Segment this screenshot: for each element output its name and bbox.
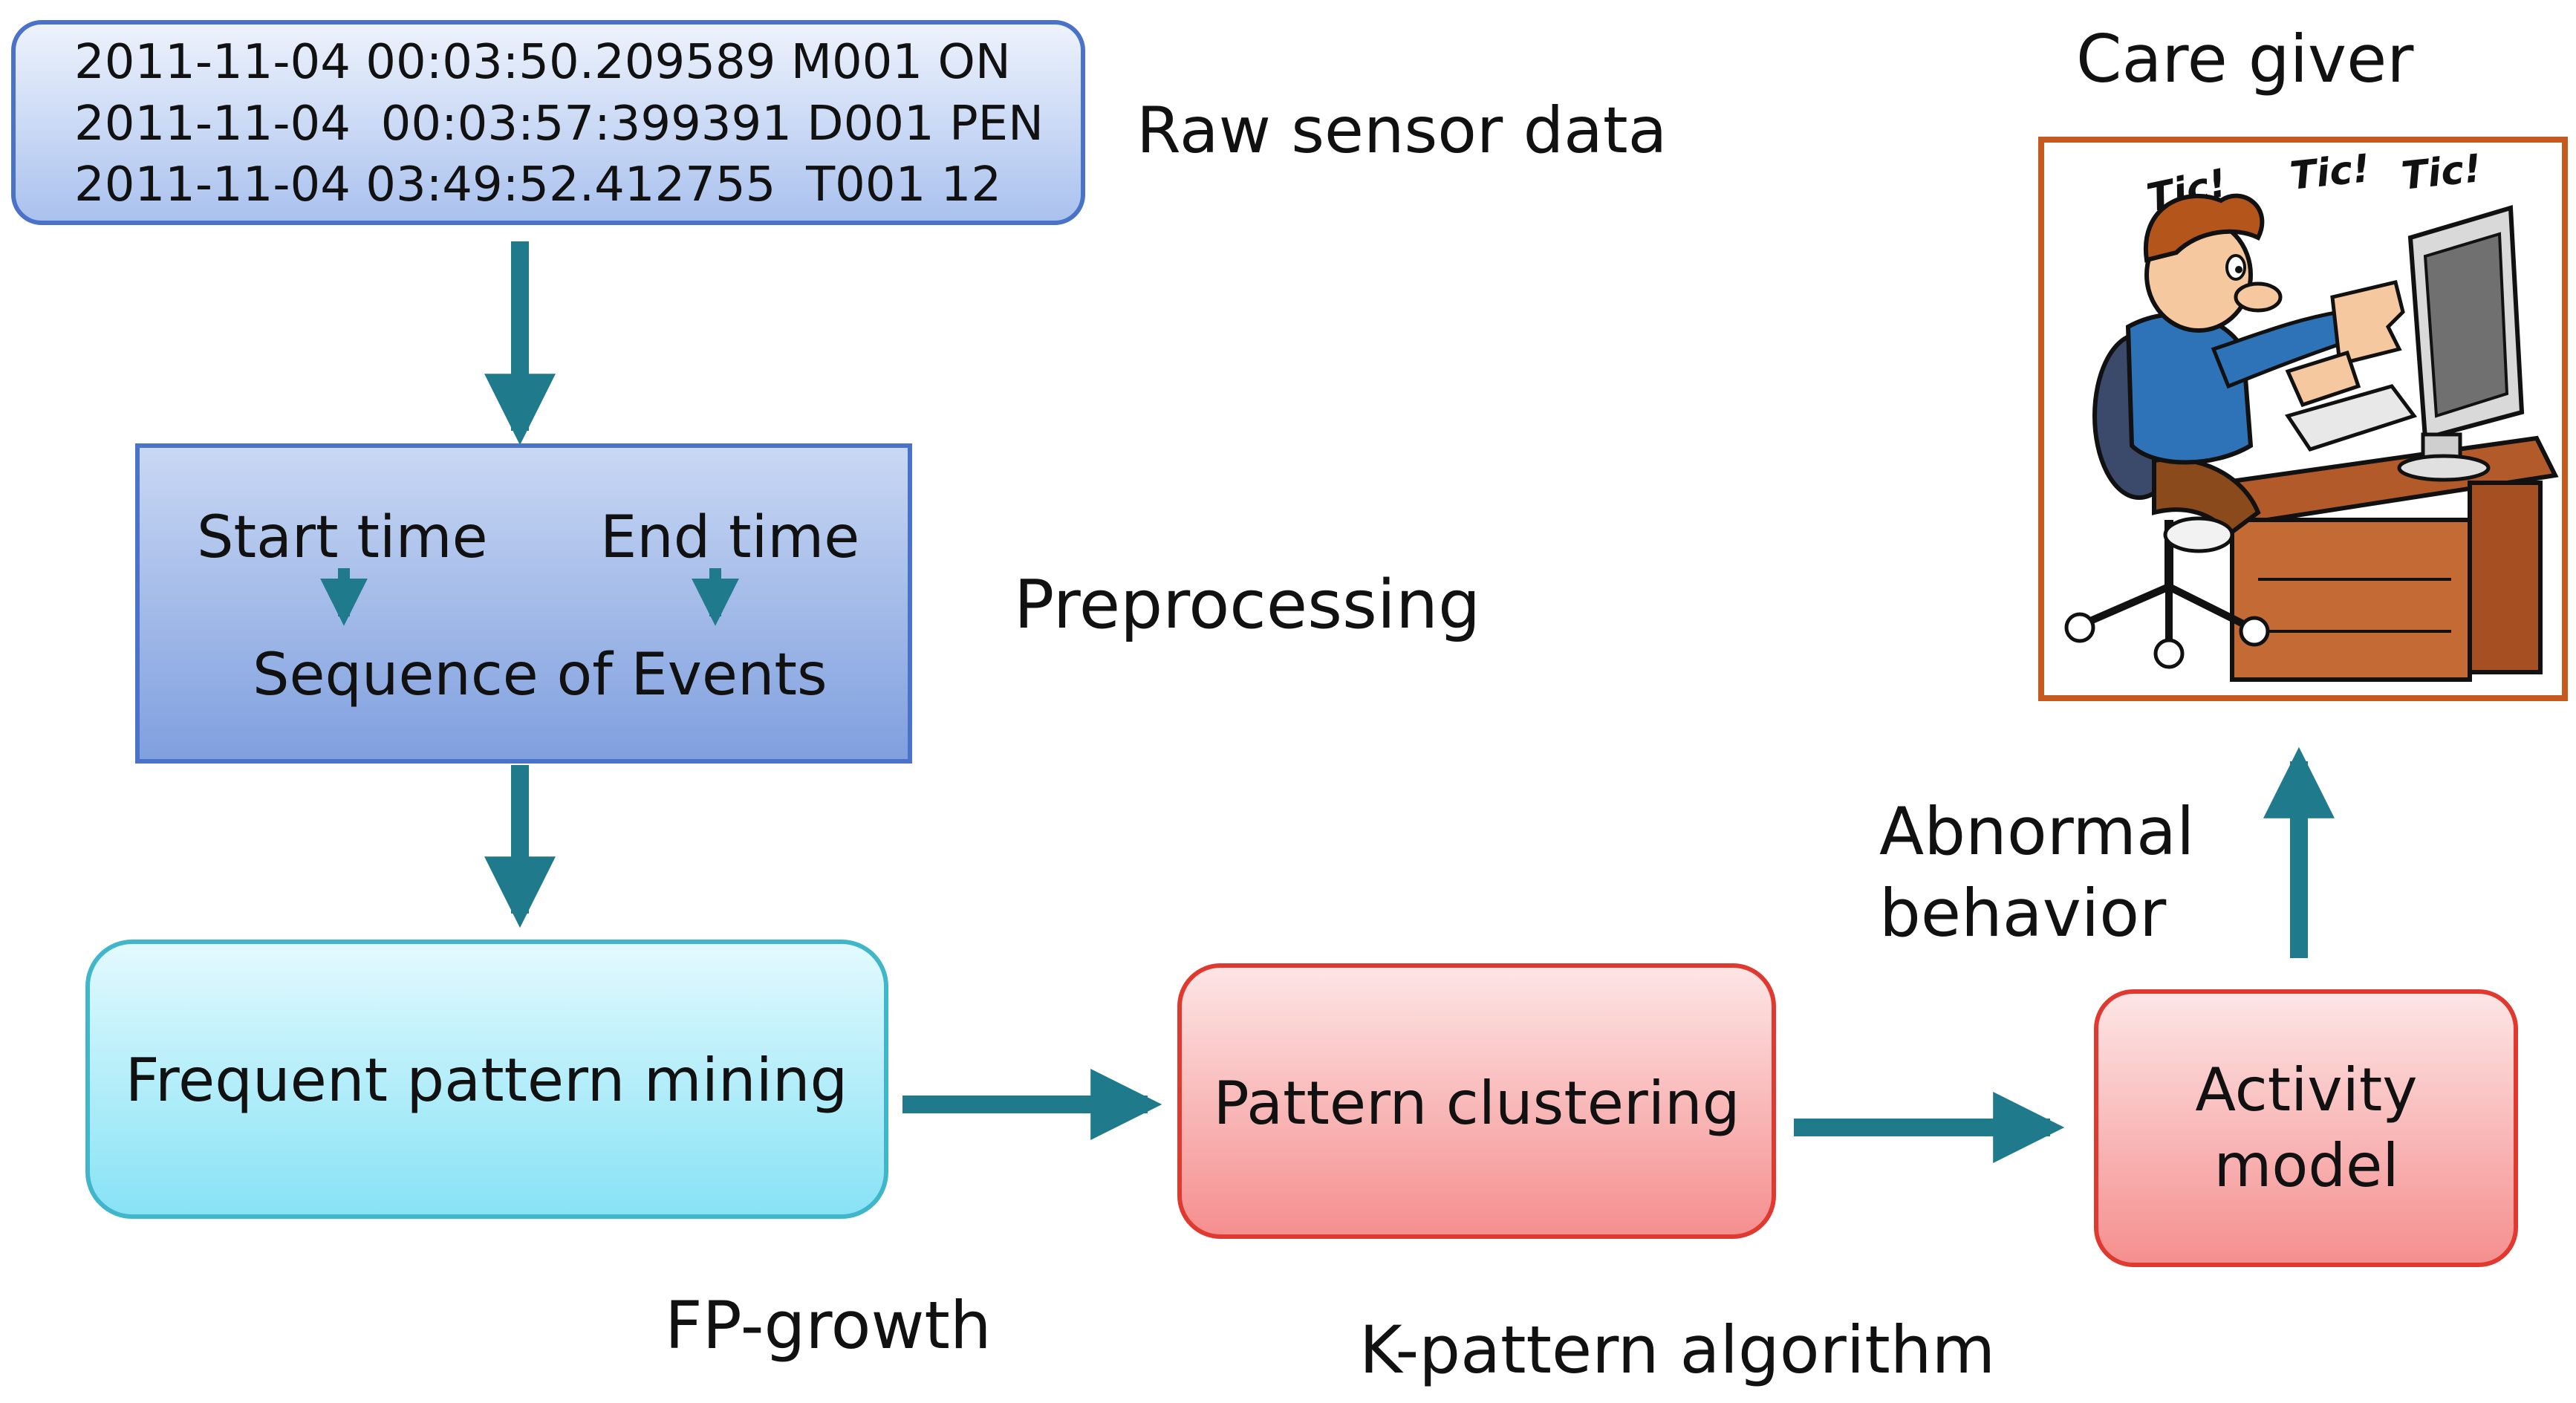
sequence-of-events-label: Sequence of Events	[253, 642, 827, 709]
activity-model-line-1: Activity	[2195, 1055, 2417, 1124]
pattern-clustering-box: Pattern clustering	[1177, 963, 1776, 1239]
tic-text-3: Tic!	[2399, 146, 2484, 199]
raw-sensor-box: 2011-11-04 00:03:50.209589 M001 ON 2011-…	[11, 20, 1085, 225]
abnormal-behavior-line-2: behavior	[1879, 875, 2167, 951]
preprocessing-label: Preprocessing	[1014, 566, 1480, 644]
abnormal-behavior-line-1: Abnormal	[1879, 793, 2194, 870]
pattern-clustering-label: Pattern clustering	[1213, 1069, 1740, 1138]
fp-growth-label: FP-growth	[665, 1287, 992, 1364]
frequent-pattern-mining-box: Frequent pattern mining	[85, 940, 888, 1219]
raw-sensor-line-1: 2011-11-04 00:03:50.209589 M001 ON	[74, 35, 1011, 90]
care-giver-label: Care giver	[2076, 21, 2414, 97]
raw-sensor-line-3: 2011-11-04 03:49:52.412755 T001 12	[74, 157, 1001, 212]
k-pattern-algorithm-label: K-pattern algorithm	[1359, 1312, 1995, 1388]
tic-text-2: Tic!	[2288, 146, 2372, 199]
desk-icon	[2217, 435, 2559, 682]
activity-model-line-2: model	[2214, 1131, 2398, 1200]
frequent-pattern-mining-label: Frequent pattern mining	[126, 1046, 848, 1115]
raw-sensor-line-2: 2011-11-04 00:03:57:399391 D001 PEN	[74, 97, 1044, 152]
care-giver-illustration: Tic! Tic! Tic!	[2038, 137, 2568, 701]
person-typing-icon	[2125, 193, 2405, 553]
activity-model-box: Activity model	[2094, 989, 2518, 1267]
computer-monitor-icon	[2397, 205, 2525, 482]
preprocessing-box: Start time End time Sequence of Events	[135, 443, 912, 764]
end-time-label: End time	[600, 504, 859, 571]
start-time-label: Start time	[197, 504, 488, 571]
keyboard-icon	[2285, 384, 2418, 452]
raw-sensor-label: Raw sensor data	[1136, 94, 1667, 168]
